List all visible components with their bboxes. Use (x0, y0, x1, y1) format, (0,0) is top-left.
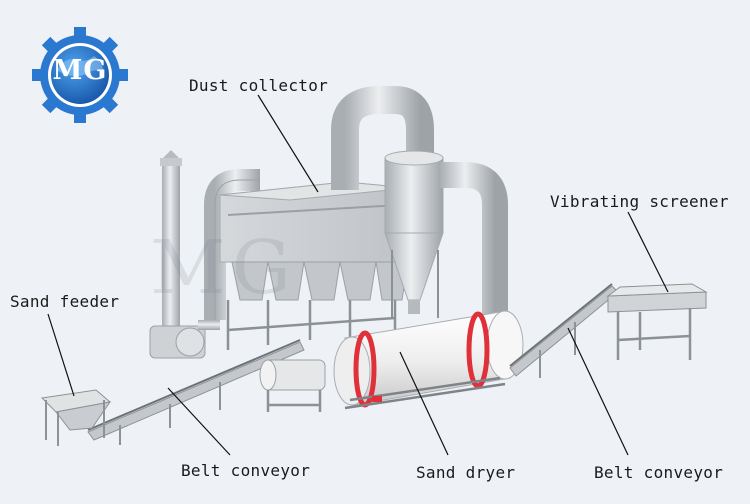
leader-belt-conveyor-right (567, 327, 629, 456)
label-dust-collector: Dust collector (189, 76, 329, 95)
label-sand-feeder: Sand feeder (10, 292, 120, 311)
leader-dust-collector (257, 94, 319, 193)
leader-sand-dryer (399, 351, 449, 456)
belt-conveyor-right-unit (509, 283, 619, 378)
label-vibrating-screener: Vibrating screener (550, 192, 729, 211)
chimney (160, 150, 182, 326)
cyclone-separator (384, 150, 444, 318)
dust-collector-unit (219, 181, 411, 350)
belt-conveyor-left-unit (87, 339, 305, 445)
leader-sand-feeder (47, 313, 75, 397)
label-sand-dryer: Sand dryer (416, 463, 516, 482)
watermark: MG (150, 225, 297, 311)
induced-draft-fan (149, 320, 220, 359)
leader-vibrating-screener (627, 211, 669, 293)
sand-feeder-unit (40, 389, 112, 446)
leader-belt-conveyor-left (167, 387, 231, 456)
vibrating-screener-unit (606, 283, 708, 360)
sand-dryer-unit (259, 310, 524, 412)
label-belt-conveyor-right: Belt conveyor (594, 463, 724, 482)
label-belt-conveyor-left: Belt conveyor (181, 461, 311, 480)
leader-lines (47, 94, 669, 456)
logo-text: MG (52, 55, 108, 86)
